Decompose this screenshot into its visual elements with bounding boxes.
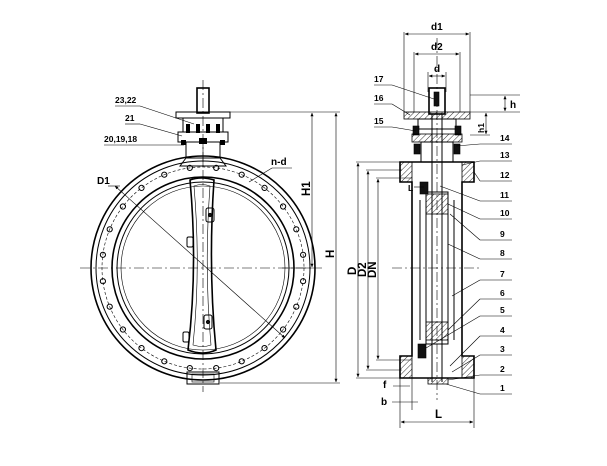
side-bottom-cap [427,377,449,385]
side-callout-10: 10 [500,208,510,218]
bolt-hole [106,303,113,310]
side-d-label: d [434,64,440,75]
side-d2-label: d2 [431,42,443,53]
callout-21: 21 [125,113,135,123]
bolt-hole [300,278,307,285]
side-left-flange-bottom [399,355,413,379]
b-label: b [381,397,387,408]
side-callout-2: 2 [500,364,505,374]
stem-top [196,87,210,114]
side-callout-4: 4 [500,325,505,335]
side-callout-12: 12 [500,170,510,180]
callout-20-19-18: 20,19,18 [104,134,137,144]
bolt-hole [138,184,145,191]
side-disc-body [425,191,449,345]
disc-pin-top-dot [207,212,213,218]
bolt-hole [300,251,307,258]
callout-23-22: 23,22 [115,95,137,105]
bolt-hole [99,278,107,285]
D2-label: D2 [357,262,369,277]
L-label: L [435,409,442,421]
h-label: H [325,250,337,258]
side-callout-3: 3 [500,344,505,354]
disc-pin-left-top [186,236,194,248]
f-label: f [383,380,387,391]
d1-dimension-line [114,185,286,339]
side-callout-5: 5 [500,305,505,315]
side-callout-9: 9 [500,229,505,239]
DN-label: DN [367,261,379,278]
side-top-plate [403,111,471,120]
side-small-L-label: L [408,183,413,193]
bolt-hole [161,171,168,178]
bottom-boss-inner [191,373,215,383]
bolt-hole [186,164,193,171]
bolt-hole [138,345,145,352]
side-callout-1: 1 [500,383,505,393]
side-callout-6: 6 [500,288,505,298]
bolt-hole [261,345,268,352]
side-h1-label: h1 [476,123,486,133]
side-neck [417,118,457,130]
side-callout-15: 15 [374,116,384,126]
D-label: D [347,267,359,275]
side-right-flange-top [461,161,475,183]
side-left-flange-top [399,161,413,183]
bolt-hole [186,365,193,372]
stem-key [433,91,440,107]
side-disc-upper-hub [425,193,449,215]
side-callout-17: 17 [374,74,384,84]
h1-label: H1 [301,181,313,196]
side-callout-8: 8 [500,248,505,258]
side-seal-bottom [417,343,427,359]
side-callout-7: 7 [500,269,505,279]
side-callout-16: 16 [374,93,384,103]
side-seal-top [419,181,429,195]
bolt-hole [293,226,300,233]
bolt-hole [238,171,245,178]
side-disc-lower-hub [425,321,449,341]
side-callout-13: 13 [500,150,510,160]
bolt-hole [213,365,220,372]
disc-pin-bottom-dot [205,319,211,325]
bolt-hole [293,303,300,310]
side-left-callouts: 17 16 15 [374,74,435,132]
bottom-boss [186,371,220,385]
side-h-label: h [510,100,516,111]
front-view: D1 n-d 23,22 21 [80,80,340,392]
bolt-hole [99,251,107,258]
bolt-hole [161,358,168,365]
side-callout-14: 14 [500,133,510,143]
disc-pin-left-bottom [182,331,190,343]
side-right-callouts: 14 13 12 11 10 9 8 7 6 5 4 3 2 1 [425,133,512,395]
side-view: d1 d2 d [347,22,520,428]
side-neck-flange [411,133,463,143]
side-right-flange-bottom [461,355,475,379]
top-neck-assembly [175,87,231,167]
d1-label: D1 [97,176,110,187]
nd-leader [248,167,273,183]
bolt-hole [106,226,113,233]
side-d1-label: d1 [431,22,443,33]
side-callout-11: 11 [500,190,509,200]
bolt-hole [213,164,220,171]
bolt-hole [238,358,245,365]
nd-label: n-d [271,157,287,168]
